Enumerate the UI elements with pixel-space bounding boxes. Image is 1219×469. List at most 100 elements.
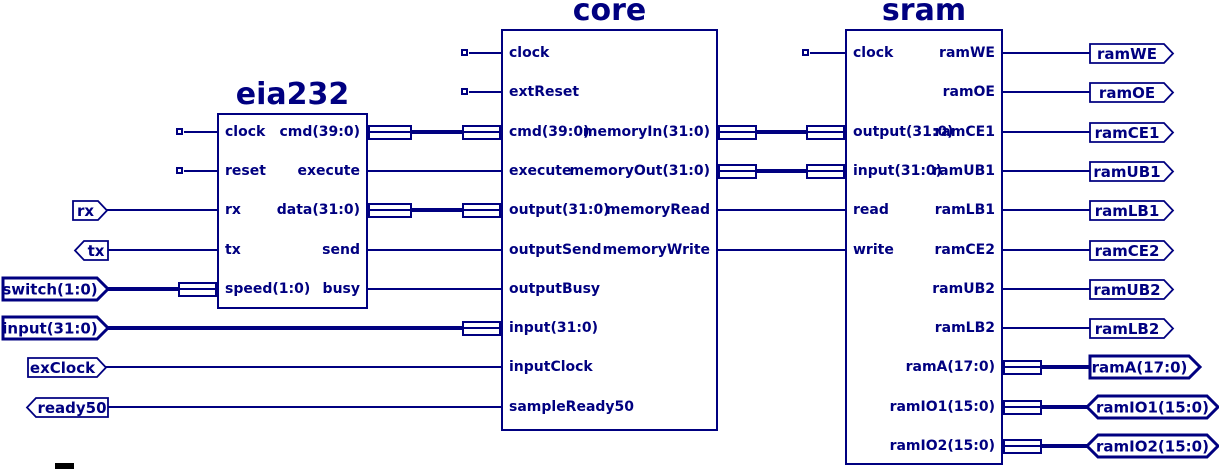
io-pin-shape bbox=[1089, 42, 1175, 64]
port-eia232-execute: execute bbox=[297, 163, 360, 179]
io-pin-label: ramLB1 bbox=[1095, 202, 1160, 220]
io-pin-label: ramIO2(15:0) bbox=[1096, 438, 1209, 456]
io-pin-label: exClock bbox=[30, 359, 96, 377]
io-pin-ramce1[interactable]: ramCE1 bbox=[1087, 120, 1176, 145]
port-core-inputclock: inputClock bbox=[509, 359, 593, 375]
wire bbox=[810, 52, 845, 54]
io-pin-shape bbox=[1089, 81, 1175, 103]
block-eia232[interactable] bbox=[217, 113, 368, 309]
io-pin-ramlb1[interactable]: ramLB1 bbox=[1087, 198, 1176, 223]
bus-wire bbox=[1042, 444, 1089, 448]
unconnected-terminal-icon bbox=[176, 167, 183, 174]
io-pin-label: ramOE bbox=[1099, 84, 1155, 102]
io-pin-ramwe[interactable]: ramWE bbox=[1087, 41, 1176, 66]
wire bbox=[1003, 52, 1092, 54]
io-pin-shape bbox=[1, 276, 111, 302]
port-sram-write: write bbox=[853, 242, 894, 258]
bus-wire bbox=[1042, 365, 1092, 369]
block-title-eia232: eia232 bbox=[235, 77, 350, 112]
unconnected-terminal-icon bbox=[461, 49, 468, 56]
port-core-memoryin-31-0: memoryIn(31:0) bbox=[582, 124, 710, 140]
io-pin-label: ramCE1 bbox=[1095, 124, 1160, 142]
port-core-extreset: extReset bbox=[509, 84, 580, 100]
io-pin-label: input(31:0) bbox=[2, 320, 97, 338]
io-pin-tx[interactable]: tx bbox=[72, 238, 111, 263]
io-pin-rama-17-0[interactable]: ramA(17:0) bbox=[1087, 353, 1203, 381]
bus-tap-icon bbox=[178, 282, 217, 297]
io-pin-label: rx bbox=[77, 202, 94, 220]
bus-tap-icon bbox=[368, 125, 412, 140]
io-pin-ramlb2[interactable]: ramLB2 bbox=[1087, 316, 1176, 341]
io-pin-label: tx bbox=[88, 242, 105, 260]
bus-tap-icon bbox=[462, 125, 501, 140]
wire bbox=[107, 406, 501, 408]
wire bbox=[1003, 91, 1092, 93]
port-sram-ramce2: ramCE2 bbox=[934, 242, 995, 258]
port-sram-read: read bbox=[853, 202, 889, 218]
io-pin-exclock[interactable]: exClock bbox=[25, 355, 109, 380]
port-sram-ramub2: ramUB2 bbox=[932, 281, 995, 297]
port-eia232-speed-1-0: speed(1:0) bbox=[225, 281, 311, 297]
port-eia232-data-31-0: data(31:0) bbox=[276, 202, 360, 218]
io-pin-shape bbox=[25, 396, 109, 418]
io-pin-label: ramWE bbox=[1097, 45, 1157, 63]
port-core-memorywrite: memoryWrite bbox=[602, 242, 710, 258]
port-core-memoryread: memoryRead bbox=[605, 202, 710, 218]
port-eia232-cmd-39-0: cmd(39:0) bbox=[279, 124, 360, 140]
io-pin-ramub2[interactable]: ramUB2 bbox=[1087, 277, 1176, 302]
bus-wire bbox=[107, 287, 179, 291]
bus-wire bbox=[107, 326, 463, 330]
wire bbox=[718, 249, 845, 251]
io-pin-shape bbox=[1089, 278, 1175, 300]
io-pin-ramub1[interactable]: ramUB1 bbox=[1087, 159, 1176, 184]
io-pin-ramoe[interactable]: ramOE bbox=[1087, 80, 1176, 105]
port-eia232-reset: reset bbox=[225, 163, 266, 179]
port-core-input-31-0: input(31:0) bbox=[509, 320, 599, 336]
port-core-clock: clock bbox=[509, 45, 550, 61]
port-sram-ramwe: ramWE bbox=[939, 45, 995, 61]
bus-tap-icon bbox=[718, 164, 757, 179]
wire bbox=[1003, 209, 1092, 211]
wire bbox=[469, 52, 501, 54]
port-core-outputsend: outputSend bbox=[509, 242, 602, 258]
bus-tap-icon bbox=[1003, 439, 1042, 454]
io-pin-ready50[interactable]: ready50 bbox=[24, 395, 111, 420]
io-pin-label: ramUB2 bbox=[1093, 281, 1160, 299]
wire bbox=[1003, 288, 1092, 290]
io-pin-input-31-0[interactable]: input(31:0) bbox=[0, 314, 111, 342]
port-sram-input-31-0: input(31:0) bbox=[853, 163, 943, 179]
wire bbox=[1003, 327, 1092, 329]
port-eia232-clock: clock bbox=[225, 124, 266, 140]
screenshot-artifact bbox=[55, 463, 74, 469]
bus-tap-icon bbox=[462, 203, 501, 218]
io-pin-label: ramLB2 bbox=[1095, 320, 1160, 338]
port-eia232-rx: rx bbox=[225, 202, 241, 218]
bus-wire bbox=[756, 169, 807, 173]
wire bbox=[184, 131, 217, 133]
port-sram-clock: clock bbox=[853, 45, 894, 61]
port-eia232-send: send bbox=[322, 242, 360, 258]
port-sram-ramlb1: ramLB1 bbox=[934, 202, 995, 218]
block-core[interactable] bbox=[501, 29, 718, 431]
wire bbox=[106, 209, 217, 211]
wire bbox=[1003, 131, 1092, 133]
port-sram-ramub1: ramUB1 bbox=[932, 163, 995, 179]
io-pin-switch-1-0[interactable]: switch(1:0) bbox=[0, 275, 111, 303]
unconnected-terminal-icon bbox=[176, 128, 183, 135]
io-pin-ramce2[interactable]: ramCE2 bbox=[1087, 238, 1176, 263]
io-pin-ramio2-15-0[interactable]: ramIO2(15:0) bbox=[1084, 432, 1219, 460]
io-pin-rx[interactable]: rx bbox=[70, 198, 110, 223]
block-title-core: core bbox=[572, 0, 647, 28]
bus-tap-icon bbox=[718, 125, 757, 140]
bus-wire bbox=[756, 130, 807, 134]
bus-wire bbox=[1042, 405, 1089, 409]
block-title-sram: sram bbox=[881, 0, 967, 28]
io-pin-label: ramA(17:0) bbox=[1092, 359, 1188, 377]
io-pin-shape bbox=[72, 199, 109, 221]
io-pin-shape bbox=[1088, 354, 1203, 380]
io-pin-shape bbox=[1, 315, 111, 341]
block-sram[interactable] bbox=[845, 29, 1003, 465]
wire bbox=[368, 170, 501, 172]
io-pin-shape bbox=[1089, 317, 1175, 339]
io-pin-ramio1-15-0[interactable]: ramIO1(15:0) bbox=[1084, 393, 1219, 421]
